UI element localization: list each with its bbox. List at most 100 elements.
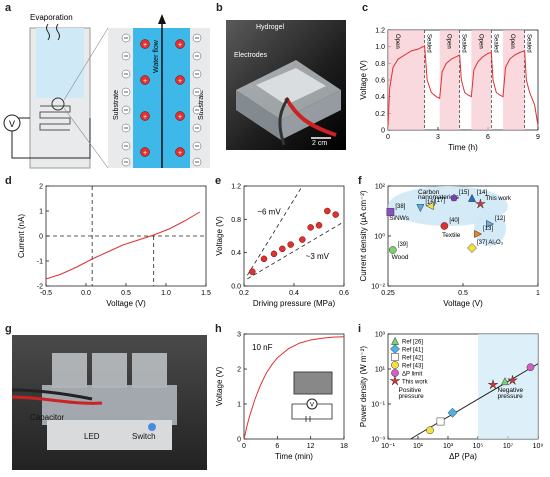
y-tick-label: 10⁻³ — [371, 437, 385, 444]
panel-a-schematic: Evaporation V Substrate Substrate Water … — [3, 13, 210, 169]
positive-ion-sign: + — [143, 114, 147, 121]
x-tick-label: 10³ — [443, 443, 454, 450]
panel-label-i: i — [358, 323, 362, 335]
group-label: Wood — [392, 254, 409, 261]
iv-curve — [45, 211, 201, 280]
y-tick-label: 10¹ — [375, 367, 386, 374]
y-axis-label: Voltage (V) — [359, 60, 368, 100]
upper-fit-line — [246, 185, 303, 276]
positive-ion-sign: + — [178, 114, 182, 121]
zoom-circle — [51, 97, 65, 111]
trend-line — [410, 363, 539, 440]
positive-ion-icon — [175, 111, 185, 121]
y-tick-label: -2 — [37, 284, 43, 291]
y-axis-label: Power density (W m⁻²) — [359, 346, 368, 427]
electrode-comb — [39, 105, 71, 131]
positive-ion-icon — [175, 39, 185, 49]
positive-ion-sign: + — [178, 150, 182, 157]
point-label: This work — [485, 196, 512, 202]
data-point — [307, 224, 314, 231]
positive-ion-icon — [140, 147, 150, 157]
panel-label-d: d — [5, 175, 12, 187]
region-label: Negative — [498, 387, 524, 394]
evaporation-label: Evaporation — [30, 13, 73, 22]
y-tick-label: 1 — [237, 402, 241, 409]
data-point — [450, 194, 458, 202]
y-tick-label: 2 — [237, 367, 241, 374]
x-tick-label: 9 — [536, 134, 540, 141]
x-tick-label: 18 — [340, 443, 348, 450]
data-point — [386, 208, 395, 216]
x-tick-label: 10⁻¹ — [381, 443, 395, 450]
positive-ion-sign: + — [143, 42, 147, 49]
positive-ion-sign: + — [178, 78, 182, 85]
y-tick-label: 0 — [237, 437, 241, 444]
y-tick-label: 1.0 — [375, 44, 385, 51]
water-flow-label: Water flow — [153, 39, 160, 73]
data-point — [426, 426, 434, 435]
panel-label-e: e — [215, 175, 222, 187]
x-tick-label: 0.6 — [339, 290, 349, 297]
x-tick-label: -0.5 — [40, 290, 52, 297]
lower-fit-line — [247, 221, 345, 280]
x-tick-label: 1.5 — [201, 290, 211, 297]
data-point — [436, 417, 445, 426]
data-point — [249, 268, 256, 275]
group-label: Textile — [442, 232, 461, 239]
open-label: Open — [477, 34, 483, 49]
panel-label-c: c — [362, 2, 369, 14]
open-label: Open — [394, 34, 400, 49]
positive-ion-icon — [140, 39, 150, 49]
x-tick-label: 0.25 — [381, 290, 395, 297]
positive-ion-icon — [140, 111, 150, 121]
legend-marker — [390, 336, 400, 345]
data-point — [526, 363, 535, 372]
y-tick-label: 1 — [39, 209, 43, 216]
positive-ion-icon — [175, 75, 185, 85]
data-point — [260, 255, 268, 263]
voltmeter-label: V — [310, 403, 314, 409]
group-label: SiNWs — [389, 215, 410, 222]
point-label: [15] — [459, 190, 469, 196]
y-tick-label: 10² — [375, 184, 386, 191]
carbon-region — [388, 186, 508, 226]
electrodes-label: Electrodes — [234, 52, 268, 59]
x-tick-label: 3 — [436, 134, 440, 141]
legend-label: This work — [402, 380, 429, 386]
y-tick-label: 10³ — [375, 332, 386, 339]
hydrogel-label: Hydrogel — [256, 24, 285, 31]
positive-ion-sign: + — [178, 42, 182, 49]
open-label: Open — [446, 34, 452, 49]
y-tick-label: 1.2 — [375, 28, 385, 35]
slope-upper-label: ~6 mV — [257, 208, 281, 217]
x-tick-label: 0.5 — [121, 290, 131, 297]
group-label: nanomaterials — [418, 194, 460, 201]
y-tick-label: 2 — [39, 184, 43, 191]
point-label: [13] — [483, 226, 493, 232]
x-tick-label: 0 — [386, 134, 390, 141]
device-photo: Hydrogel Electrodes 2 cm — [226, 20, 346, 150]
x-tick-label: 0 — [242, 443, 246, 450]
y-tick-label: 0 — [39, 234, 43, 241]
data-point — [475, 198, 486, 209]
legend-label: Ref [26] — [402, 340, 423, 346]
x-axis-label: Time (min) — [275, 452, 313, 461]
panel-label-a: a — [5, 2, 12, 14]
positive-ion-icon — [140, 75, 150, 85]
point-label: [16] — [425, 200, 435, 206]
x-axis-label: ΔP (Pa) — [449, 452, 477, 461]
x-tick-label: 1.0 — [161, 290, 171, 297]
data-point — [440, 222, 449, 230]
y-tick-label: 1.2 — [231, 184, 241, 191]
legend-label: Ref [43] — [402, 364, 423, 370]
x-tick-label: 0.0 — [81, 290, 91, 297]
data-point — [324, 207, 331, 215]
y-tick-label: 0.2 — [375, 111, 385, 118]
data-point — [474, 229, 483, 239]
panel-label-h: h — [215, 323, 222, 335]
